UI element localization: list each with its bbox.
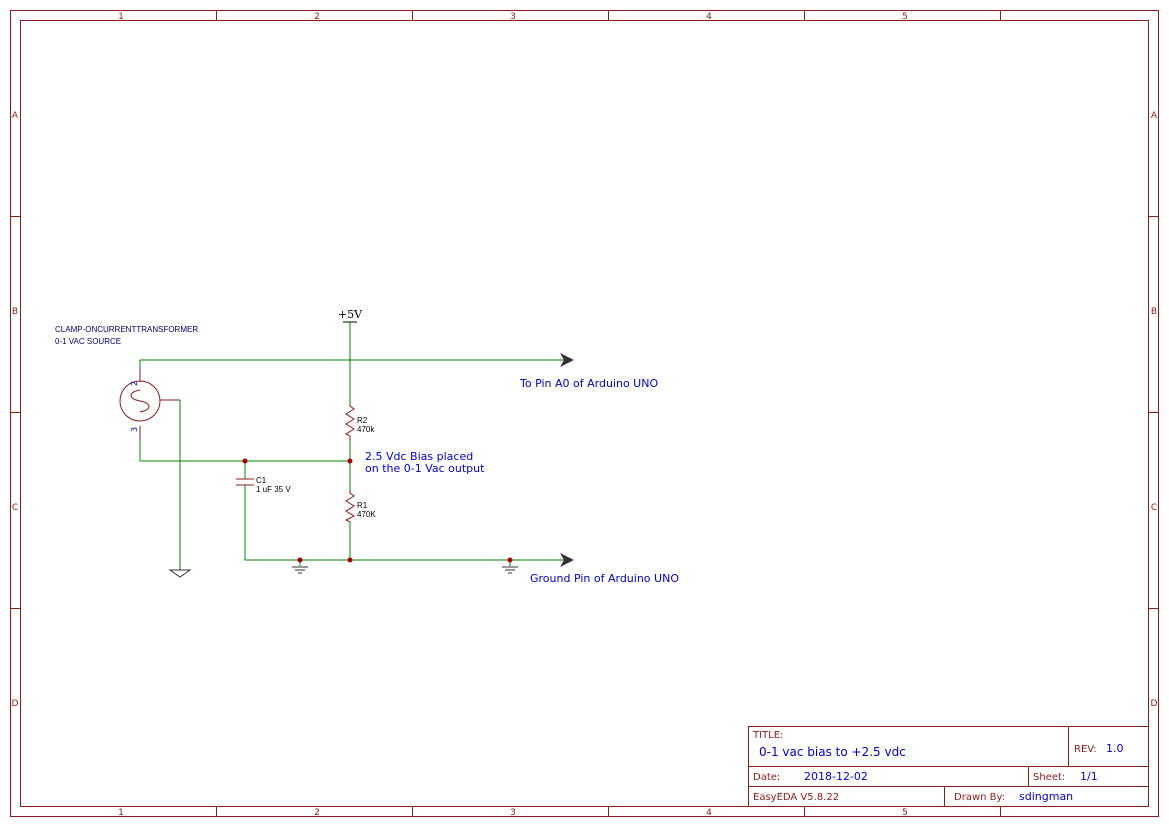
junction-gnd-2 <box>507 557 513 563</box>
title-label: TITLE: <box>752 730 783 741</box>
sheet-value: 1/1 <box>1080 770 1098 783</box>
zone-col-1-bottom: 1 <box>118 808 124 818</box>
junction-gnd-1 <box>297 557 303 563</box>
zone-col-1-top: 1 <box>118 12 124 22</box>
wire-gnd-bus <box>244 485 565 561</box>
zone-col-4-top: 4 <box>706 12 712 22</box>
wire-source-mid <box>139 440 350 462</box>
sheet-border: 1 2 3 4 5 1 2 3 4 5 A B C D A B C D <box>10 10 1159 818</box>
zone-row-b-right: B <box>1151 307 1157 317</box>
zone-row-c-right: C <box>1151 503 1157 513</box>
junction-gnd-r1 <box>347 557 353 563</box>
zone-col-5-top: 5 <box>902 12 908 22</box>
tool-version: EasyEDA V5.8.22 <box>753 792 839 803</box>
junction-mid <box>347 458 353 464</box>
zone-row-b-left: B <box>12 307 18 317</box>
net-label-a0: To Pin A0 of Arduino UNO <box>519 377 658 390</box>
ac-source-circle <box>119 380 161 422</box>
source-pin-3: 3 <box>130 427 139 432</box>
zone-col-3-top: 3 <box>510 12 516 22</box>
sine-icon <box>130 389 150 413</box>
zone-row-d-left: D <box>12 699 19 709</box>
junctions <box>242 458 513 563</box>
date-label: Date: <box>753 772 780 783</box>
r2-ref: R2 <box>357 416 368 425</box>
net-label-gnd: Ground Pin of Arduino UNO <box>530 572 679 585</box>
c1-value: 1 uF 35 V <box>256 485 291 494</box>
capacitor-c1 <box>236 478 254 486</box>
c1-ref: C1 <box>256 476 267 485</box>
resistor-r2 <box>344 404 355 440</box>
wire-a0 <box>139 359 565 368</box>
note-line-2: on the 0-1 Vac output <box>365 462 485 475</box>
date-value: 2018-12-02 <box>804 770 868 783</box>
r1-ref: R1 <box>357 501 368 510</box>
source-desc: 0-1 VAC SOURCE <box>55 337 121 346</box>
zone-row-d-right: D <box>1151 699 1158 709</box>
resistor-r1 <box>344 490 356 523</box>
inner-border <box>20 20 1149 807</box>
ac-source-symbol <box>119 368 180 440</box>
source-pin-2: 2 <box>130 381 139 386</box>
zone-col-2-bottom: 2 <box>314 808 320 818</box>
r1-value: 470K <box>357 510 376 519</box>
title-block: TITLE: 0-1 vac bias to +2.5 vdc REV: 1.0… <box>748 726 1149 807</box>
arrow-gnd <box>560 553 574 567</box>
arrow-a0 <box>560 353 574 367</box>
sheet-label: Sheet: <box>1033 772 1065 783</box>
zone-row-a-right: A <box>1151 111 1158 121</box>
source-name: CLAMP-ONCURRENTTRANSFORMER <box>55 325 198 334</box>
power-5v-label: +5V <box>338 308 363 321</box>
ground-icon-1 <box>292 566 308 574</box>
zone-row-c-left: C <box>12 503 18 513</box>
rev-label: REV: <box>1074 744 1097 755</box>
rev-value: 1.0 <box>1106 742 1124 755</box>
junction-c1 <box>242 458 248 464</box>
zone-col-5-bottom: 5 <box>902 808 908 818</box>
title-value: 0-1 vac bias to +2.5 vdc <box>759 745 906 759</box>
zone-row-a-left: A <box>12 111 19 121</box>
drawn-by-label: Drawn By: <box>954 792 1005 803</box>
outer-border <box>10 10 1159 817</box>
drawn-by-value: sdingman <box>1019 790 1073 803</box>
wires <box>139 322 565 570</box>
r2-value: 470k <box>357 425 375 434</box>
ground-icon-2 <box>502 566 518 574</box>
zone-col-3-bottom: 3 <box>510 808 516 818</box>
ground-icon-3 <box>168 569 192 578</box>
note-line-1: 2.5 Vdc Bias placed <box>365 450 473 463</box>
zone-col-2-top: 2 <box>314 12 320 22</box>
zone-col-4-bottom: 4 <box>706 808 712 818</box>
